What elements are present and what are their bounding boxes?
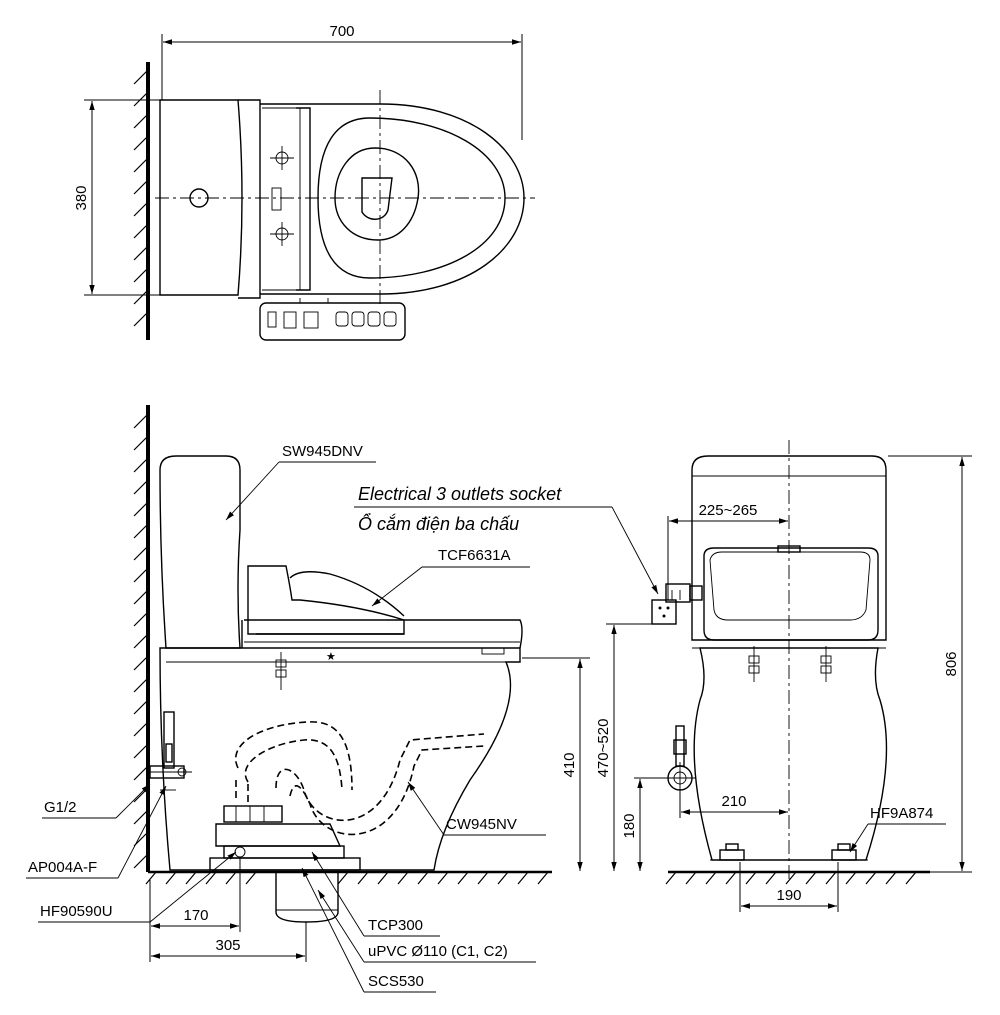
dim-socket-offset: 225~265 [699, 502, 758, 519]
dim-seat-height-410: 410 [561, 752, 578, 777]
side-floor-hatching [145, 871, 549, 885]
dim-170: 170 [183, 907, 208, 924]
front-stop-valve-icon [664, 725, 696, 794]
label-trap-tcp300: TCP300 [368, 917, 423, 934]
dim-valve-offset-210: 210 [721, 793, 746, 810]
label-flange-hf90590u: HF90590U [40, 903, 113, 920]
front-view: 225~265 806 470~520 180 210 190 HF9A874 [595, 440, 972, 912]
label-thread-g12: G1/2 [44, 799, 77, 816]
electrical-socket-icon [651, 583, 703, 625]
front-floor-hatching [665, 871, 917, 885]
label-seal-scs530: SCS530 [368, 973, 424, 990]
socket-label: Electrical 3 outlets socket Ổ cắm điện b… [354, 484, 659, 595]
seat-bolt-icon [275, 652, 287, 690]
label-seat-tcf6631a: TCF6631A [438, 547, 511, 564]
star-marker-icon: ★ [326, 651, 336, 663]
dim-total-height-806: 806 [943, 651, 960, 676]
washlet-seat: ★ [241, 565, 523, 663]
socket-label-english: Electrical 3 outlets socket [358, 484, 562, 504]
dim-valve-height-180: 180 [621, 813, 638, 838]
top-view: 700 380 [73, 23, 535, 341]
dim-base-190: 190 [776, 887, 801, 904]
dim-305: 305 [215, 937, 240, 954]
side-view: ★ [26, 405, 590, 993]
stop-valve-icon [148, 711, 192, 791]
dim-socket-height: 470~520 [595, 719, 612, 778]
label-tank-sw945dnv: SW945DNV [282, 443, 363, 460]
mounting-bolt-icon [270, 146, 294, 246]
outlet-fitting [209, 805, 361, 871]
remote-control-panel [259, 298, 406, 341]
label-bowl-cw945nv: CW945NV [446, 816, 517, 833]
socket-label-vietnamese: Ổ cắm điện ba chấu [358, 513, 519, 534]
label-hose-hf9a874: HF9A874 [870, 805, 933, 822]
front-seat-bolts [748, 646, 832, 682]
dim-depth-380: 380 [73, 185, 90, 210]
label-valve-ap004af: AP004A-F [28, 859, 97, 876]
top-wall-hatching [133, 69, 149, 327]
label-pipe-upvc: uPVC Ø110 (C1, C2) [368, 943, 508, 960]
side-wall-hatching [133, 413, 149, 869]
dim-width-700: 700 [329, 23, 354, 40]
front-floor-bolts [719, 843, 857, 861]
